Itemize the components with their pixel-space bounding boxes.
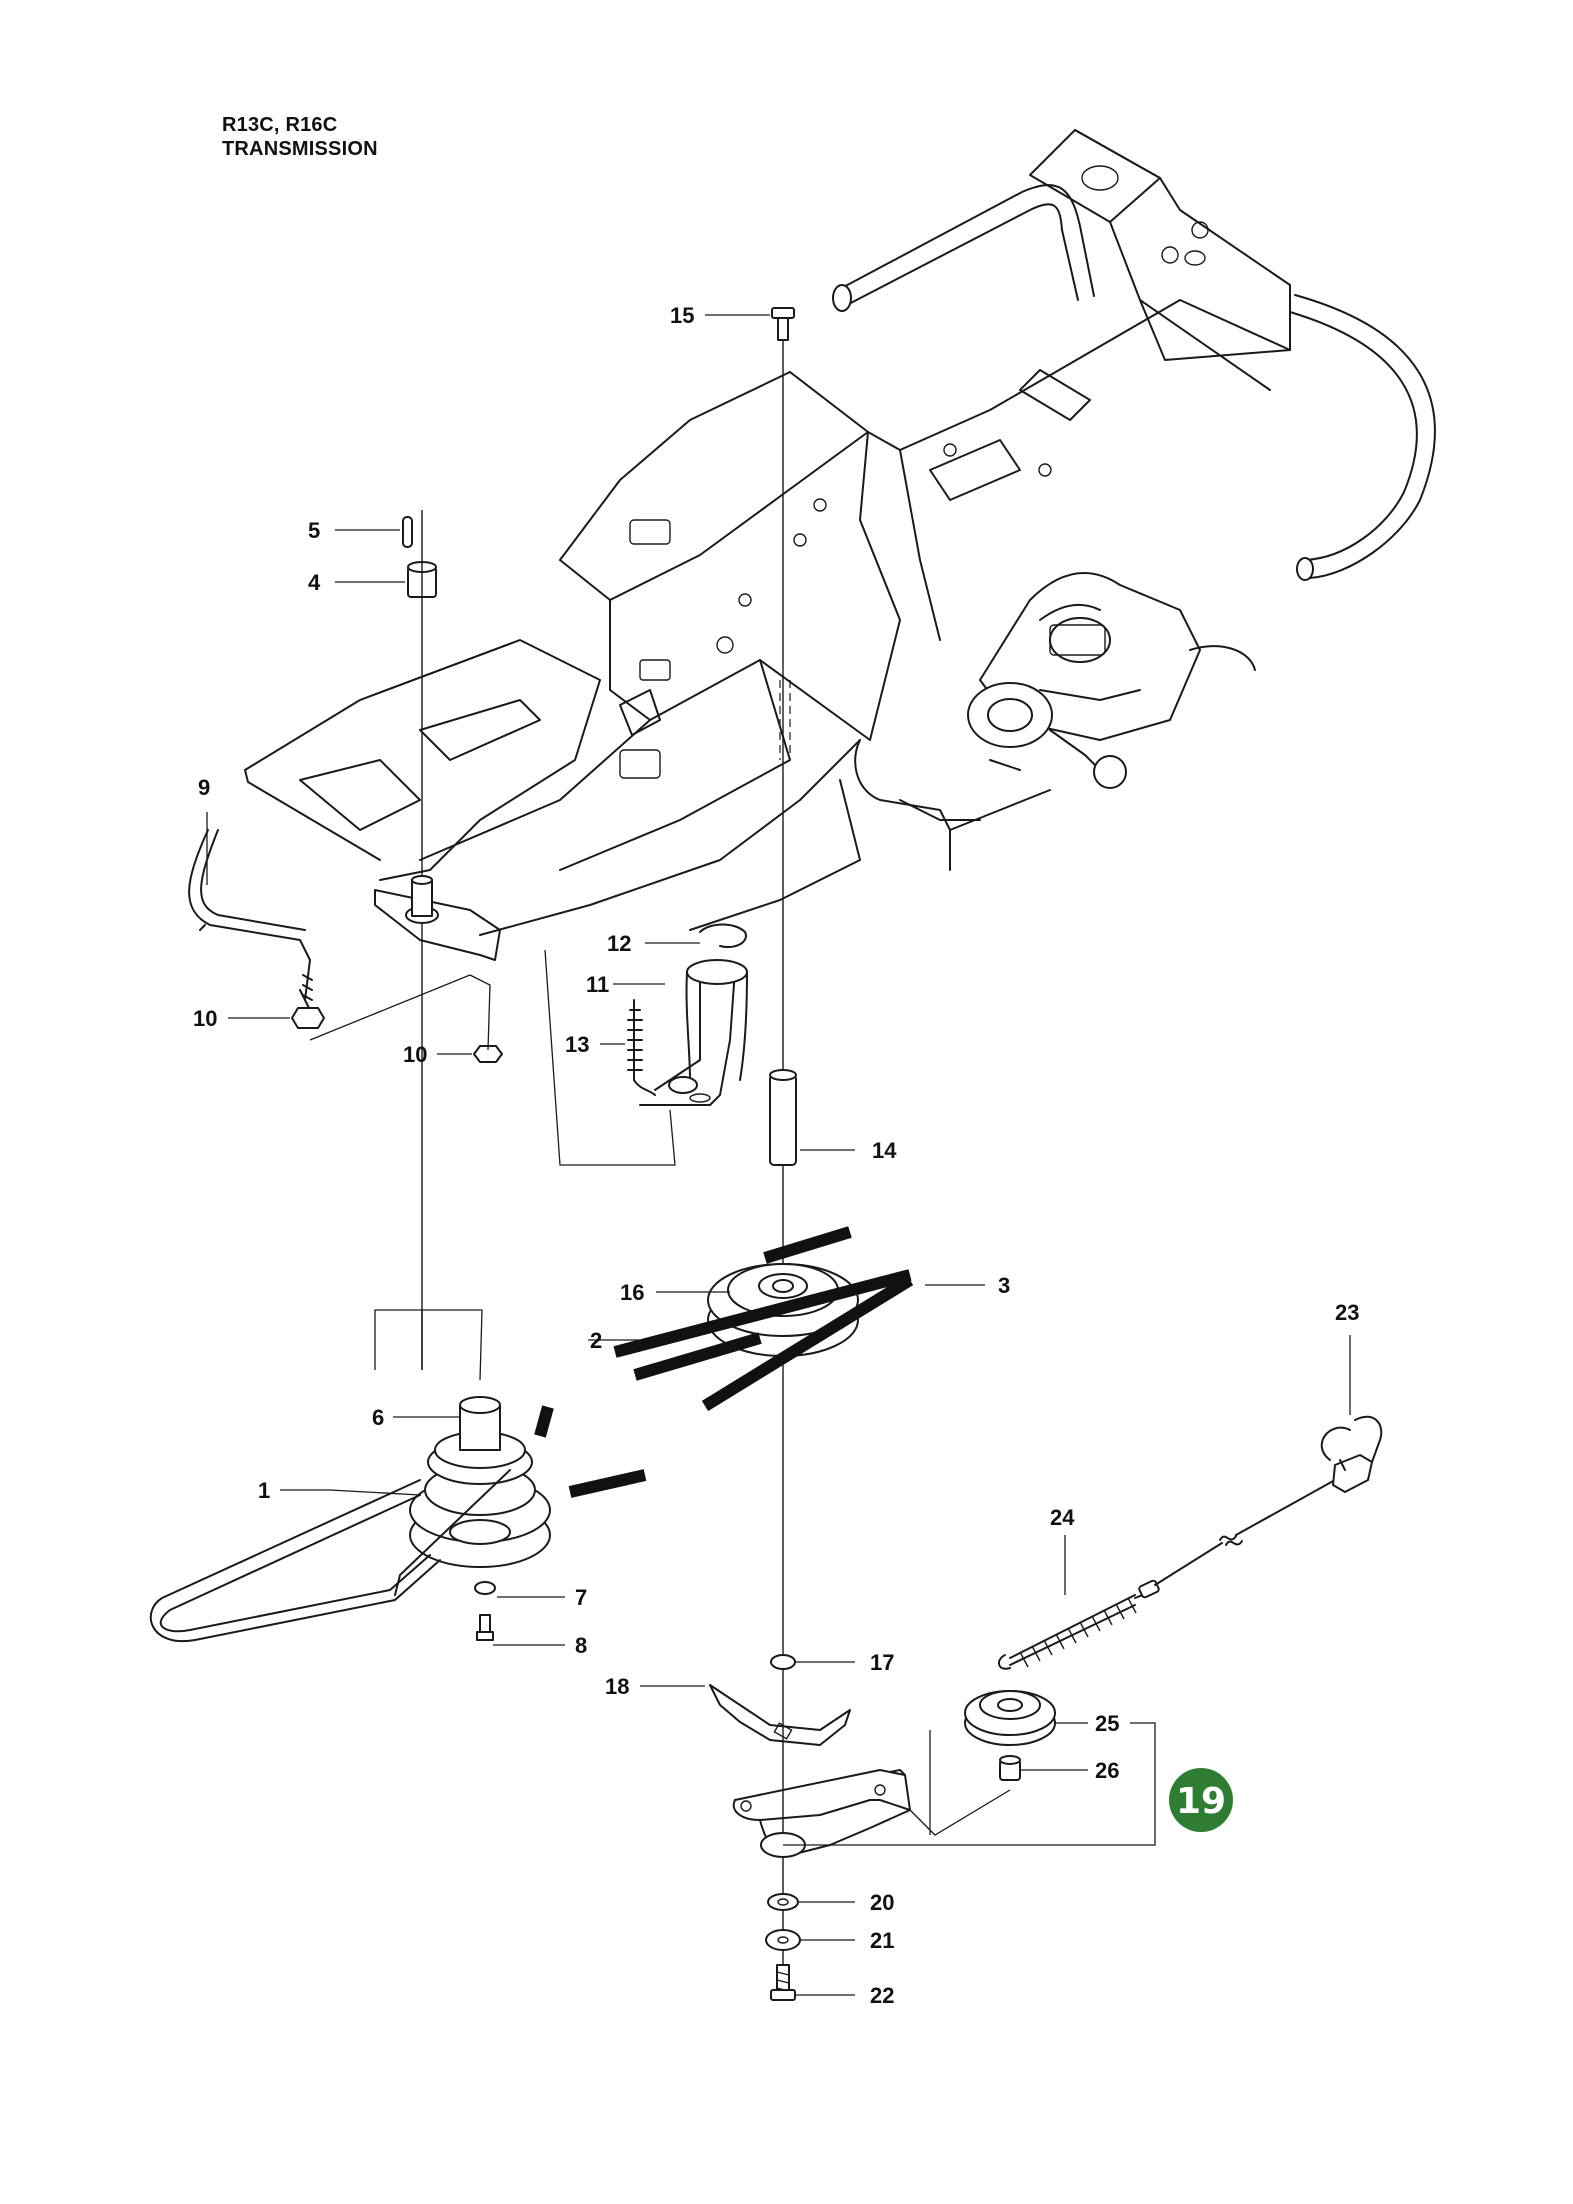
- screw-8: [476, 1614, 494, 1641]
- spring-13: [627, 999, 656, 1096]
- belt-3: [613, 1226, 914, 1412]
- callout-9: 9: [198, 775, 210, 800]
- callout-1: 1: [258, 1478, 270, 1503]
- pulley-6-engine: [409, 1396, 551, 1568]
- spacer-26: [999, 1755, 1021, 1781]
- callout-12: 12: [607, 931, 631, 956]
- callout-18: 18: [605, 1674, 629, 1699]
- bracket-18: [709, 1684, 851, 1746]
- pivot-bracket: [374, 875, 501, 961]
- diagram-header: R13C, R16C TRANSMISSION: [222, 113, 378, 161]
- assembly-badge-label: 19: [1176, 1781, 1226, 1822]
- callout-13: 13: [565, 1032, 589, 1057]
- belt-2: [534, 1332, 762, 1438]
- callout-labels: 5 4 9 10 10 12 11 13 14 15 16 3 2 6 1 7 …: [193, 303, 1359, 2008]
- callout-23: 23: [1335, 1300, 1359, 1325]
- chassis-frame: [244, 129, 1436, 936]
- callout-4: 4: [308, 570, 321, 595]
- callout-6: 6: [372, 1405, 384, 1430]
- model-title: R13C, R16C: [222, 114, 338, 136]
- belt-2-lower: [568, 1469, 647, 1498]
- callout-8: 8: [575, 1633, 587, 1658]
- nut-10-right: [473, 1045, 503, 1063]
- washer-21: [765, 1929, 801, 1951]
- callout-14: 14: [872, 1138, 897, 1163]
- callout-17: 17: [870, 1650, 894, 1675]
- cable-23: [1154, 1415, 1383, 1586]
- assembly-badge: 19: [1169, 1768, 1233, 1832]
- callout-11: 11: [586, 972, 609, 997]
- tension-arm-11: [639, 959, 748, 1106]
- callout-10-right: 10: [403, 1042, 427, 1067]
- callout-3: 3: [998, 1273, 1010, 1298]
- assembly-badge-circle: [1169, 1768, 1233, 1832]
- bolt-15: [771, 307, 795, 341]
- callout-2: 2: [590, 1328, 602, 1353]
- clip-12: [699, 923, 747, 948]
- pin-5: [402, 516, 413, 548]
- callout-26: 26: [1095, 1758, 1119, 1783]
- washer-20: [767, 1893, 799, 1911]
- callout-25: 25: [1095, 1711, 1119, 1736]
- spacer-14: [769, 1069, 797, 1166]
- belt-1: [149, 1469, 511, 1643]
- bolt-22: [770, 1964, 796, 2001]
- callout-leaders: [206, 314, 1351, 1996]
- section-title: TRANSMISSION: [222, 138, 378, 160]
- washer-17: [770, 1654, 796, 1670]
- callout-24: 24: [1050, 1505, 1075, 1530]
- callout-15: 15: [670, 303, 694, 328]
- callout-22: 22: [870, 1983, 894, 2008]
- callout-7: 7: [575, 1585, 587, 1610]
- spring-24: [998, 1579, 1160, 1670]
- callout-5: 5: [308, 518, 320, 543]
- callout-20: 20: [870, 1890, 894, 1915]
- nut-10-left: [291, 1007, 325, 1029]
- callout-10-left: 10: [193, 1006, 217, 1031]
- callout-16: 16: [620, 1280, 644, 1305]
- idler-arm: [732, 1769, 911, 1858]
- lever-rod-9: [188, 829, 313, 1011]
- callout-21: 21: [870, 1928, 894, 1953]
- idler-pulley-25: [964, 1690, 1056, 1746]
- washer-7: [474, 1581, 496, 1595]
